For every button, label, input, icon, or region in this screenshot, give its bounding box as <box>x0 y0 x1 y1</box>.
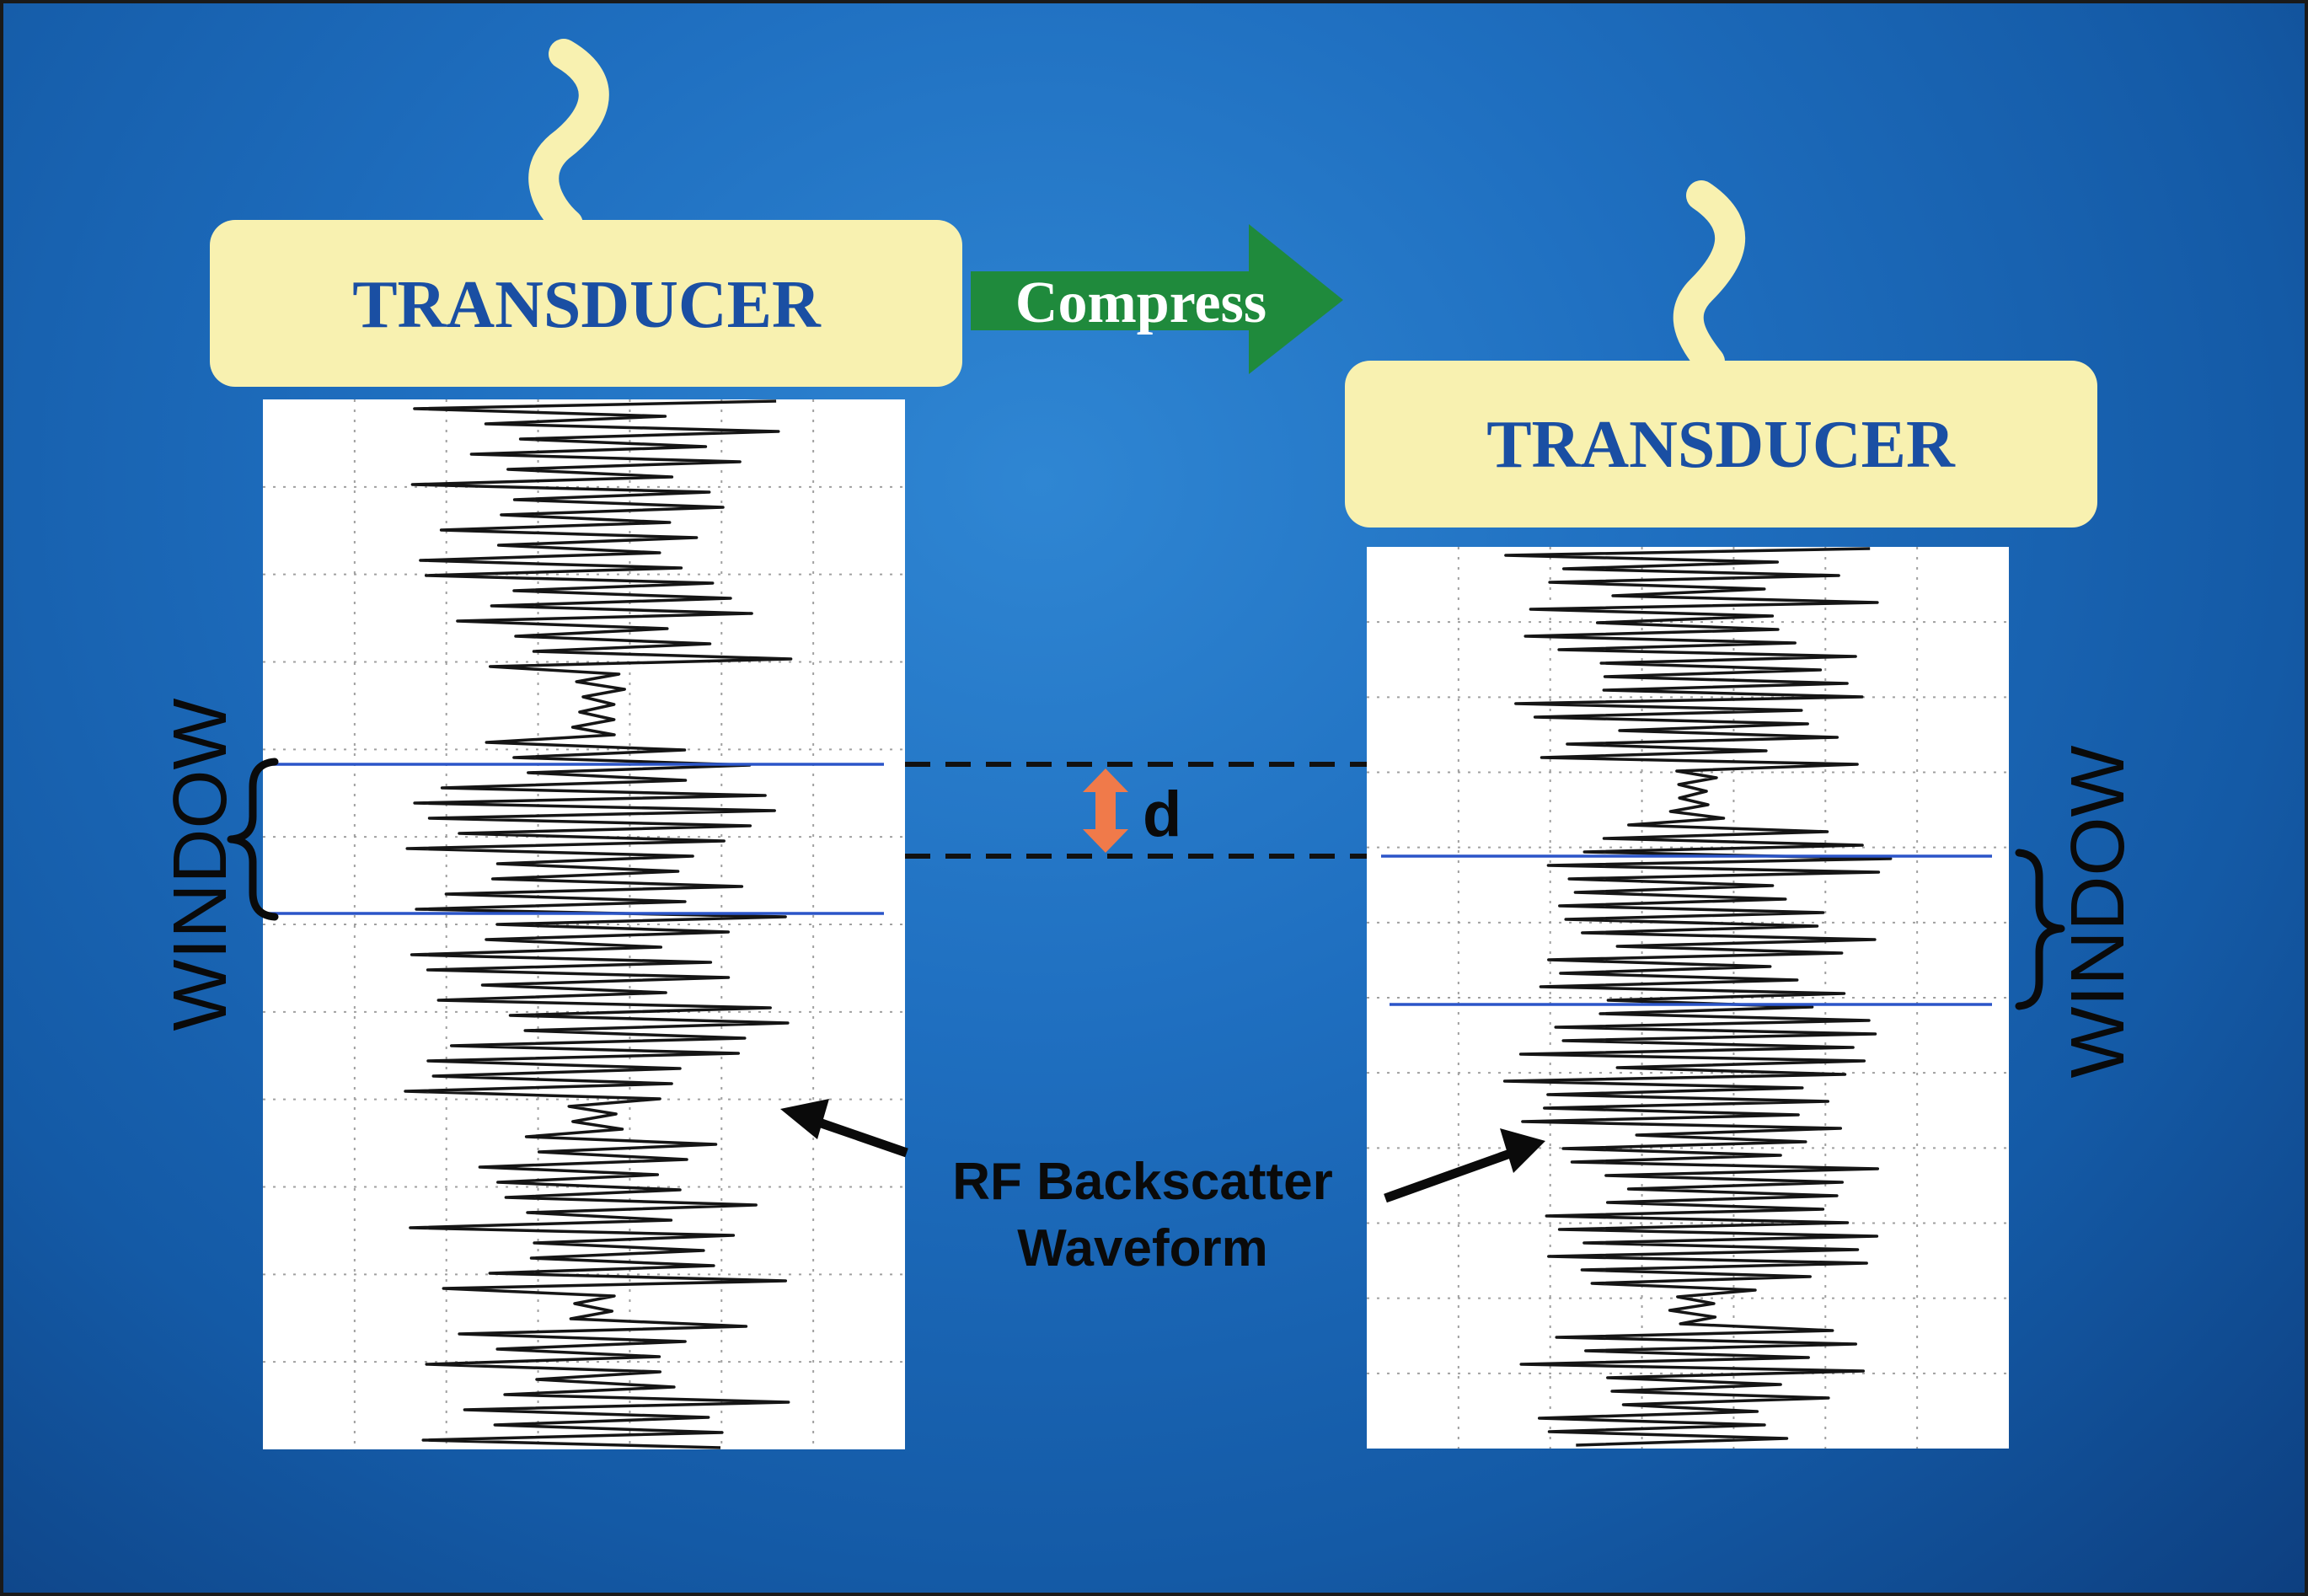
left-waveform-panel <box>263 399 905 1449</box>
displacement-arrow: d <box>1083 769 1181 853</box>
left-transducer-label: TRANSDUCER <box>352 268 822 342</box>
right-window-brace <box>2015 849 2065 1010</box>
left-window-brace <box>227 758 279 921</box>
left-transducer-cable <box>528 39 609 239</box>
right-transducer-label: TRANSDUCER <box>1486 408 1956 482</box>
compress-label: Compress <box>1015 270 1266 335</box>
annotation-arrow-right <box>1384 1128 1545 1203</box>
annotation-arrow-left <box>780 1099 908 1158</box>
left-window-label: WINDOW <box>158 699 243 1031</box>
compress-arrow: Compress <box>971 224 1343 374</box>
right-transducer-cable <box>1673 180 1746 377</box>
right-rf-waveform <box>1502 547 1893 1447</box>
right-waveform-panel <box>1367 547 2009 1449</box>
left-transducer: TRANSDUCER <box>210 220 962 387</box>
left-rf-waveform <box>404 399 793 1449</box>
right-transducer: TRANSDUCER <box>1345 361 2097 528</box>
compression-diagram: TRANSDUCER Compress TRANSDUCER d WINDOW <box>158 39 2140 1449</box>
displacement-label: d <box>1143 779 1181 850</box>
waveform-annotation-line2: Waveform <box>1017 1219 1267 1277</box>
waveform-annotation-line1: RF Backscatter <box>952 1153 1332 1211</box>
right-window-label: WINDOW <box>2056 746 2140 1079</box>
